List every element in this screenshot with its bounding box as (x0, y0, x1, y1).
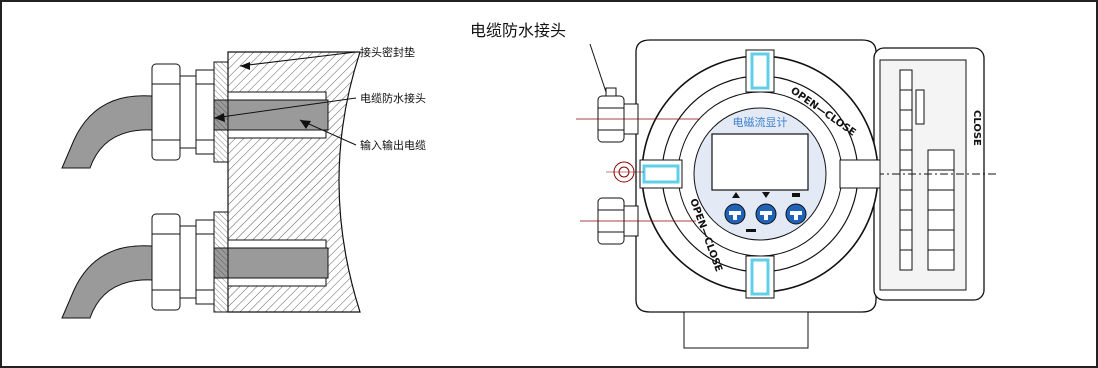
lid-lug-bottom (745, 255, 775, 299)
lcd-screen (711, 133, 809, 191)
top-cable-gland (151, 61, 229, 163)
display-label: 电磁流显计 (733, 115, 788, 129)
leader-gland (213, 97, 357, 119)
lid-lug-left (639, 159, 683, 189)
key-bar (746, 229, 756, 232)
right-flowmeter-view: 电缆防水接头 CLOSE (470, 21, 996, 349)
callout-cable: 输入输出电缆 (360, 138, 426, 152)
bottom-cable-gland (151, 211, 229, 313)
lid-lug-right (839, 159, 881, 189)
top-cable (61, 95, 153, 169)
enter-indicator (792, 193, 800, 197)
gland-title: 电缆防水接头 (470, 21, 566, 40)
down-indicator (762, 192, 770, 198)
callout-gland: 电缆防水接头 (360, 91, 426, 105)
terminal-strip (899, 69, 955, 271)
leader-cable (299, 119, 357, 146)
lid-lug-top (745, 49, 775, 93)
housing-neck (683, 311, 809, 349)
bottom-cable (61, 245, 153, 319)
side-close-text: CLOSE (971, 110, 982, 146)
leader-gasket (239, 51, 357, 67)
ground-bolt (606, 161, 644, 183)
callout-gasket: 接头密封垫 (360, 45, 415, 59)
title-leader (589, 43, 607, 93)
key-button-1[interactable] (724, 203, 746, 225)
gland-upper (597, 87, 639, 143)
key-button-3[interactable] (785, 203, 807, 225)
key-button-2[interactable] (755, 203, 777, 225)
up-indicator (732, 192, 740, 198)
left-cross-section: 接头密封垫 电缆防水接头 输入输出电缆 (61, 45, 426, 319)
